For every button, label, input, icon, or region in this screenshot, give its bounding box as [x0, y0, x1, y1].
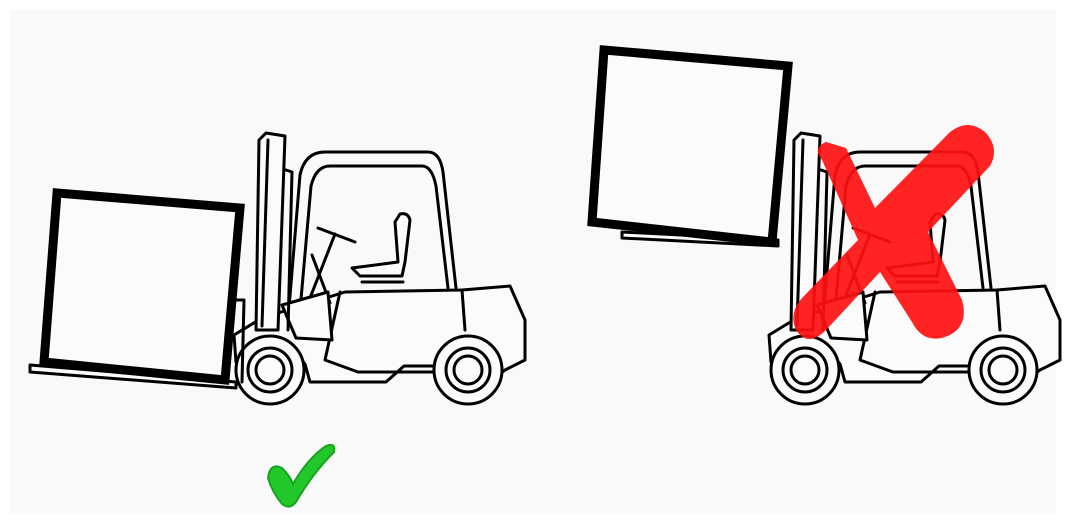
- load-box-lowered: [28, 188, 246, 390]
- cross-mark-icon: [793, 125, 994, 339]
- load-box-raised: [587, 45, 793, 248]
- forklift-correct: [232, 131, 527, 406]
- scene-incorrect: [587, 45, 1062, 406]
- scene-correct: [28, 131, 527, 508]
- check-mark-icon: [266, 443, 336, 508]
